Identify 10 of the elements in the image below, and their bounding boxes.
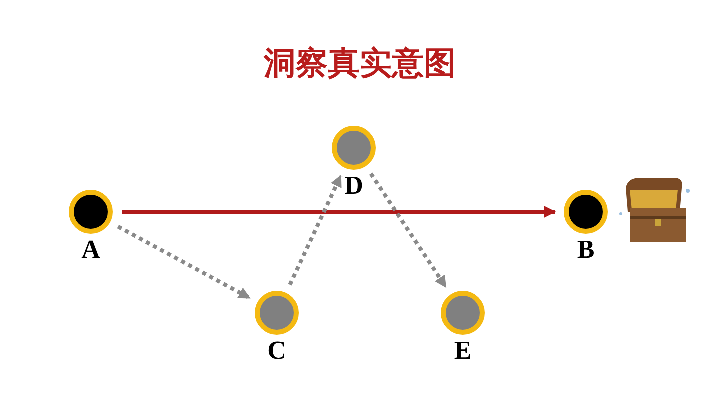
arrow [117,225,251,300]
node-label: C [268,337,286,365]
node-label: A [82,236,100,264]
node-label: B [577,236,595,264]
node-label: E [454,337,472,365]
arrow [122,206,556,218]
node-label: D [344,172,364,200]
title: 洞察真实意图 [264,43,456,84]
arrow [369,172,448,288]
arrow [288,175,343,286]
